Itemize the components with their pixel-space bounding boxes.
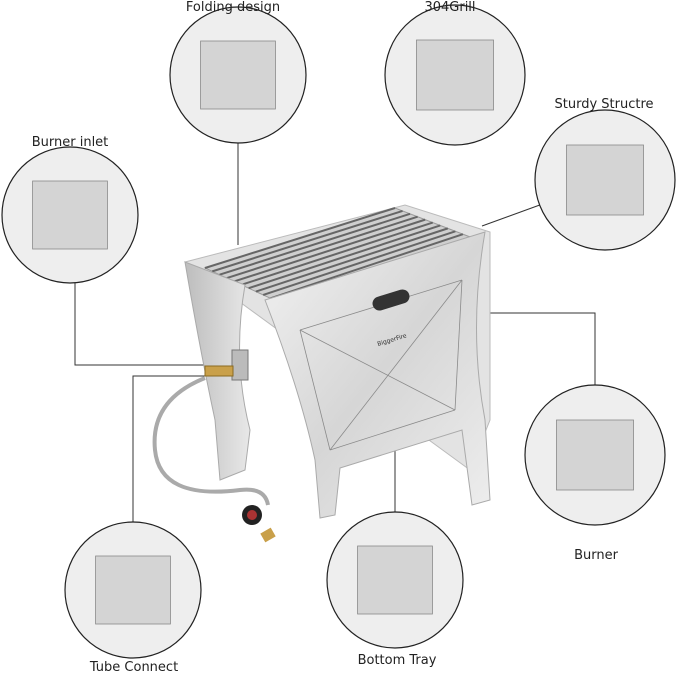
- callout-bottom-tray: Bottom Tray: [357, 653, 437, 668]
- grate-bar: [204, 207, 396, 269]
- callout-burner-inlet: Burner inlet: [31, 135, 109, 150]
- callout-folding-design: Folding design: [185, 0, 281, 15]
- detail-image-grill: [416, 39, 494, 111]
- detail-image-structure: [566, 144, 644, 216]
- grate-bar: [248, 224, 441, 290]
- grate-bar: [233, 218, 426, 283]
- detail-image-burner-inlet: [32, 180, 108, 250]
- grate-bar: [241, 221, 434, 286]
- detail-image-folding: [200, 40, 276, 110]
- callout-sturdy-structure: Sturdy Structre: [554, 97, 654, 112]
- grate-bar: [211, 209, 403, 273]
- detail-image-burner: [556, 419, 634, 491]
- grate-bar: [255, 227, 449, 293]
- grate-bar: [270, 233, 464, 300]
- detail-circles: [1, 4, 676, 659]
- detail-image-tube-connect: [95, 555, 171, 625]
- detail-image-bottom-tray: [357, 545, 433, 615]
- grate-bar: [226, 215, 418, 280]
- main-grill: BiggerFire: [152, 204, 491, 543]
- callout-burner: Burner: [574, 548, 618, 563]
- callout-304grill: 304Grill: [424, 0, 476, 15]
- grate-bar: [262, 230, 456, 296]
- callout-tube-connect: Tube Connect: [89, 660, 179, 675]
- grate-bar: [219, 212, 411, 276]
